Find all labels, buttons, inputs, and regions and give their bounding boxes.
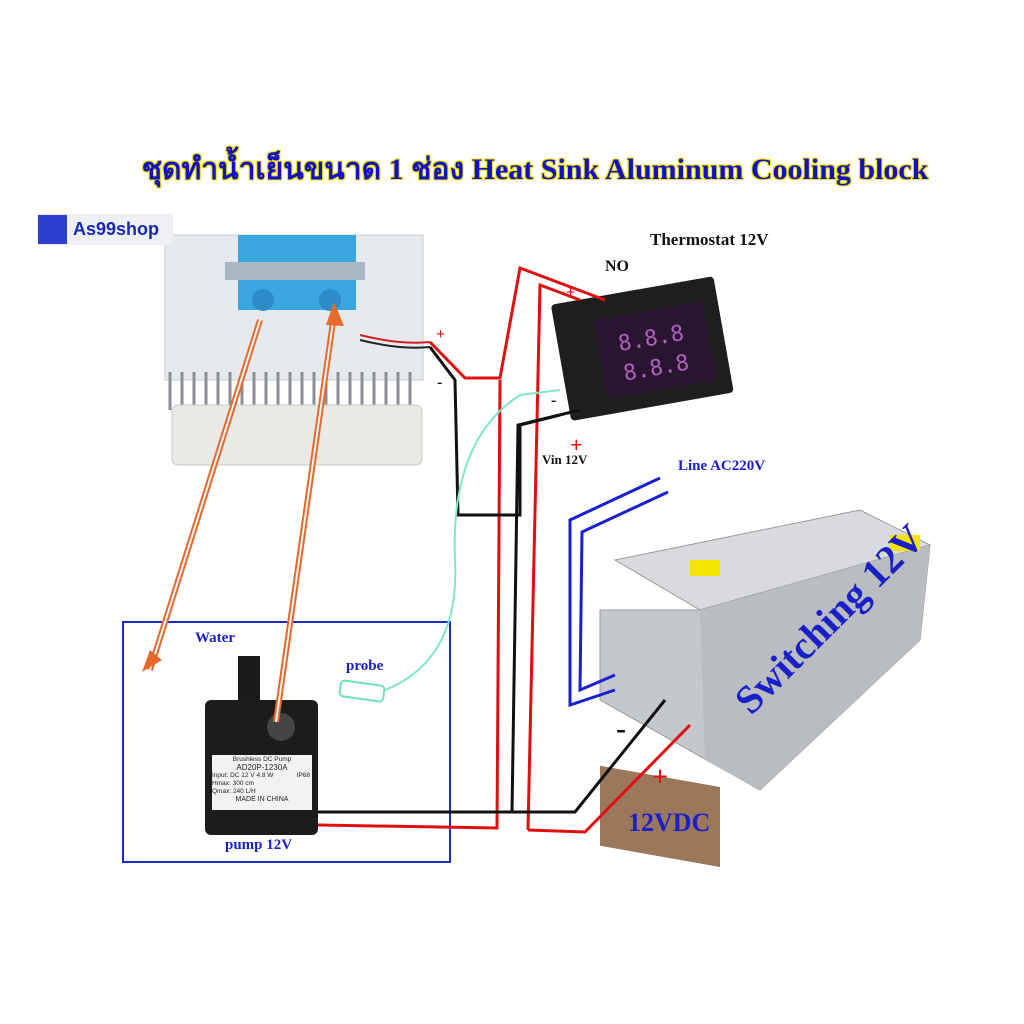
- thermostat-label: Thermostat 12V: [650, 230, 769, 249]
- minus-sign: -: [551, 392, 557, 409]
- wires: [142, 265, 692, 834]
- plus-sign: +: [566, 284, 576, 301]
- water-label: Water: [195, 630, 235, 646]
- pump-model: AD20P-1230A: [236, 763, 288, 772]
- logo: As99shop: [37, 214, 173, 245]
- water-tank-box: [122, 621, 451, 863]
- probe-wire: [384, 389, 561, 691]
- vin-label: Vin 12V: [542, 452, 588, 467]
- pump-label: pump 12V: [225, 837, 293, 853]
- page-title: ชุดทำน้ำเย็นขนาด 1 ช่อง Heat Sink Alumin…: [141, 153, 929, 186]
- pump-nameplate: Brushless DC Pump AD20P-1230A Input: DC …: [212, 756, 312, 804]
- probe-label: probe: [346, 658, 384, 674]
- probe-image: [338, 679, 386, 703]
- wire-pump-positive: [317, 379, 502, 830]
- ac-line-1: [568, 476, 661, 708]
- heat-sink-image: [164, 234, 431, 466]
- wire-thermostat-negative: [510, 408, 581, 813]
- pump-rating: IP68: [296, 772, 310, 779]
- pump-hmax: Hmax: 300 cm: [212, 780, 254, 787]
- arrow-head-icon: [142, 650, 162, 672]
- wire-heatsink-negative: [428, 346, 561, 517]
- power-supply-image: [599, 509, 932, 867]
- ac-line-2: [578, 490, 669, 693]
- wire-thermostat-positive: [526, 282, 581, 831]
- wire-pump-negative: [318, 699, 667, 814]
- pump-name: Brushless DC Pump: [232, 756, 292, 763]
- circuit-icon: [38, 215, 67, 244]
- plus-sign: +: [570, 432, 583, 457]
- plus-sign: +: [436, 326, 446, 343]
- no-label: NO: [605, 258, 629, 275]
- pump-qmax: Qmax: 240 L/H: [212, 788, 256, 795]
- minus-sign: -: [616, 712, 626, 745]
- minus-sign: -: [437, 374, 443, 391]
- plus-sign: +: [652, 762, 668, 793]
- vdc-label: 12VDC: [628, 808, 711, 837]
- thermostat-image: 8.8.8 8.8.8: [551, 276, 734, 421]
- pump-input: Input: DC 12 V 4.8 W: [212, 772, 274, 779]
- line-ac-label: Line AC220V: [678, 458, 766, 474]
- arrow-head-icon: [326, 302, 344, 326]
- pump-image: [205, 656, 318, 835]
- logo-text: As99shop: [73, 219, 160, 239]
- wire-heatsink-positive: [428, 265, 606, 380]
- pump-origin: MADE IN CHINA: [235, 796, 289, 803]
- wire-psu-positive: [527, 723, 692, 834]
